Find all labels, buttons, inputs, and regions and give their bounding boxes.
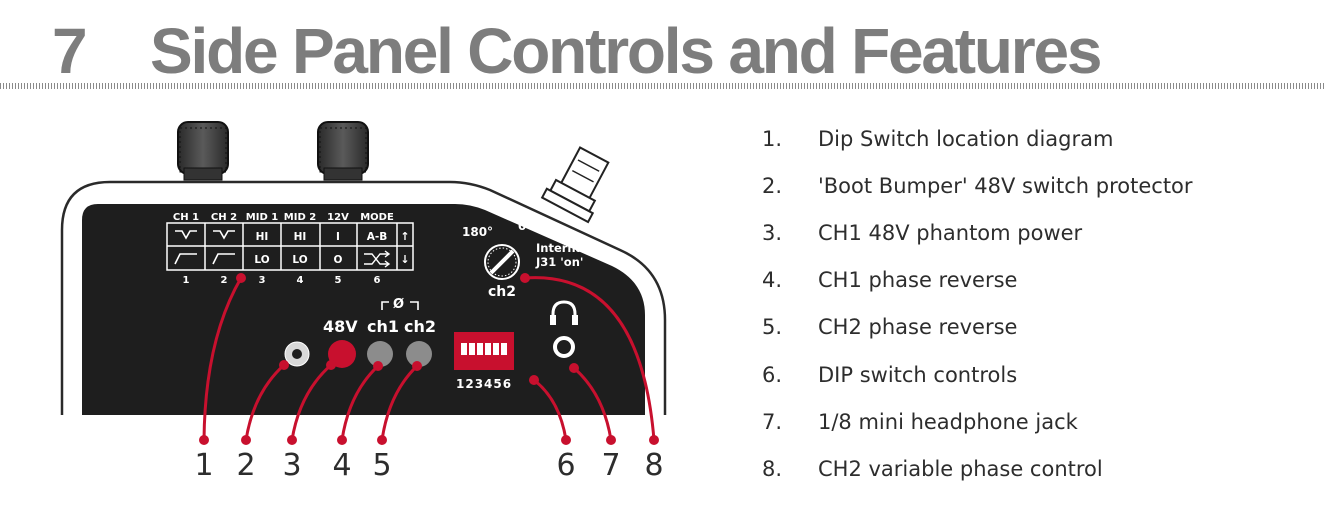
- callout-8: 8: [520, 273, 664, 483]
- ch2-phase-button[interactable]: [406, 341, 432, 367]
- callout-7: 7: [569, 363, 621, 483]
- arrow-down-icon: ↓: [400, 253, 409, 266]
- ch2-label: ch2: [404, 317, 436, 336]
- list-item-text: Dip Switch location diagram: [818, 126, 1114, 151]
- list-item: 4. CH1 phase reverse: [762, 257, 1193, 304]
- dip-table-cell: HI: [256, 231, 269, 243]
- callout-number: 4: [332, 448, 351, 483]
- list-item-text: CH2 variable phase control: [818, 456, 1103, 481]
- list-item: 6. DIP switch controls: [762, 351, 1193, 398]
- phase-bracket: [381, 301, 419, 310]
- callout-number: 1: [194, 448, 213, 483]
- ch1-phase-button[interactable]: [367, 341, 393, 367]
- highpass-icon-ch2: [212, 253, 235, 265]
- list-item-number: 8.: [762, 456, 783, 481]
- list-item-number: 1.: [762, 126, 783, 151]
- filter-notch-icon-ch1: [175, 230, 197, 240]
- ch2-phase-knob[interactable]: [484, 244, 520, 280]
- dip-table-header: CH 1: [173, 212, 199, 223]
- list-item-number: 2.: [762, 173, 783, 198]
- list-item-number: 7.: [762, 409, 783, 434]
- callout-number: 3: [282, 448, 301, 483]
- callout-3: 3: [282, 360, 336, 483]
- dip-table-header: CH 2: [211, 212, 237, 223]
- list-item: 7. 1/8 mini headphone jack: [762, 398, 1193, 445]
- 48v-button[interactable]: [328, 340, 356, 368]
- dip-table-number: 1: [183, 275, 190, 286]
- shuffle-icon: [364, 250, 391, 268]
- list-item-number: 4.: [762, 268, 783, 293]
- dip-switch-numbers: 123456: [456, 377, 512, 391]
- dip-table-number: 2: [221, 275, 228, 286]
- list-item: 3. CH1 48V phantom power: [762, 209, 1193, 256]
- filter-notch-icon-ch2: [213, 230, 235, 240]
- list-item: 1. Dip Switch location diagram: [762, 115, 1193, 162]
- list-item: 2. 'Boot Bumper' 48V switch protector: [762, 162, 1193, 209]
- dip-table-cell: LO: [292, 254, 307, 266]
- dip-table-cell: HI: [294, 231, 307, 243]
- callout-6: 6: [529, 375, 576, 483]
- dip-table-number: 6: [374, 275, 381, 286]
- dip-table-number: 4: [297, 275, 304, 286]
- callout-number: 5: [372, 448, 391, 483]
- side-panel-diagram: CH 1 CH 2 MID 1 MID 2 12V MODE HI HI I A-B LO LO O 1…: [60, 121, 667, 483]
- callout-number: 7: [601, 448, 620, 483]
- top-knob-right: [317, 121, 369, 181]
- list-item-text: 'Boot Bumper' 48V switch protector: [818, 173, 1193, 198]
- dip-table-cell: LO: [254, 254, 269, 266]
- section-title: Side Panel Controls and Features: [150, 15, 1102, 87]
- list-item-text: CH2 phase reverse: [818, 315, 1018, 340]
- list-item: 8. CH2 variable phase control: [762, 445, 1193, 492]
- phase-180-label: 180°: [462, 225, 493, 239]
- side-jack-connector: [540, 146, 610, 224]
- internal-label: Internal: [536, 241, 587, 255]
- list-item-text: 1/8 mini headphone jack: [818, 409, 1078, 434]
- phase-0-label: 0°: [518, 219, 532, 233]
- callout-number: 2: [236, 448, 255, 483]
- j31-label: J31 'on': [535, 255, 583, 269]
- phase-symbol: Ø: [393, 297, 404, 312]
- headphone-icon: [551, 300, 577, 322]
- dip-switch-table: CH 1 CH 2 MID 1 MID 2 12V MODE HI HI I A-B LO LO O 1…: [166, 212, 414, 286]
- highpass-icon-ch1: [174, 253, 197, 265]
- dip-table-cell: O: [334, 254, 343, 266]
- boot-bumper: [284, 341, 310, 367]
- callout-2: 2: [236, 360, 289, 483]
- dip-switch-block[interactable]: [454, 332, 514, 370]
- callout-4: 4: [332, 361, 383, 483]
- dip-table-number: 3: [259, 275, 266, 286]
- arrow-up-icon: ↑: [400, 230, 409, 243]
- 48v-label: 48V: [323, 317, 358, 336]
- headphone-jack[interactable]: [553, 336, 575, 358]
- list-item-text: CH1 48V phantom power: [818, 220, 1083, 245]
- dip-table-header: MID 2: [284, 212, 316, 223]
- callout-5: 5: [372, 361, 422, 483]
- section-heading: 7 Side Panel Controls and Features: [0, 0, 1325, 100]
- list-item-text: CH1 phase reverse: [818, 268, 1018, 293]
- list-item-number: 5.: [762, 315, 783, 340]
- list-item-number: 3.: [762, 220, 783, 245]
- dip-table-number: 5: [335, 275, 342, 286]
- dip-table-header: MODE: [360, 212, 394, 223]
- feature-list: 1. Dip Switch location diagram 2. 'Boot Bu…: [762, 115, 1193, 493]
- dip-table-header: MID 1: [246, 212, 278, 223]
- list-item-number: 6.: [762, 362, 783, 387]
- dip-table-cell: I: [336, 231, 340, 243]
- callout-1: 1: [194, 273, 246, 483]
- dip-table-header: 12V: [327, 212, 349, 223]
- ch1-label: ch1: [367, 317, 399, 336]
- ch2-knob-label: ch2: [488, 284, 516, 300]
- section-number: 7: [52, 15, 88, 87]
- dip-table-cell: A-B: [367, 231, 388, 243]
- list-item-text: DIP switch controls: [818, 362, 1018, 387]
- callout-number: 8: [644, 448, 663, 483]
- list-item: 5. CH2 phase reverse: [762, 304, 1193, 351]
- heading-rule: [0, 83, 1325, 89]
- callout-number: 6: [556, 448, 575, 483]
- top-knob-left: [177, 121, 229, 181]
